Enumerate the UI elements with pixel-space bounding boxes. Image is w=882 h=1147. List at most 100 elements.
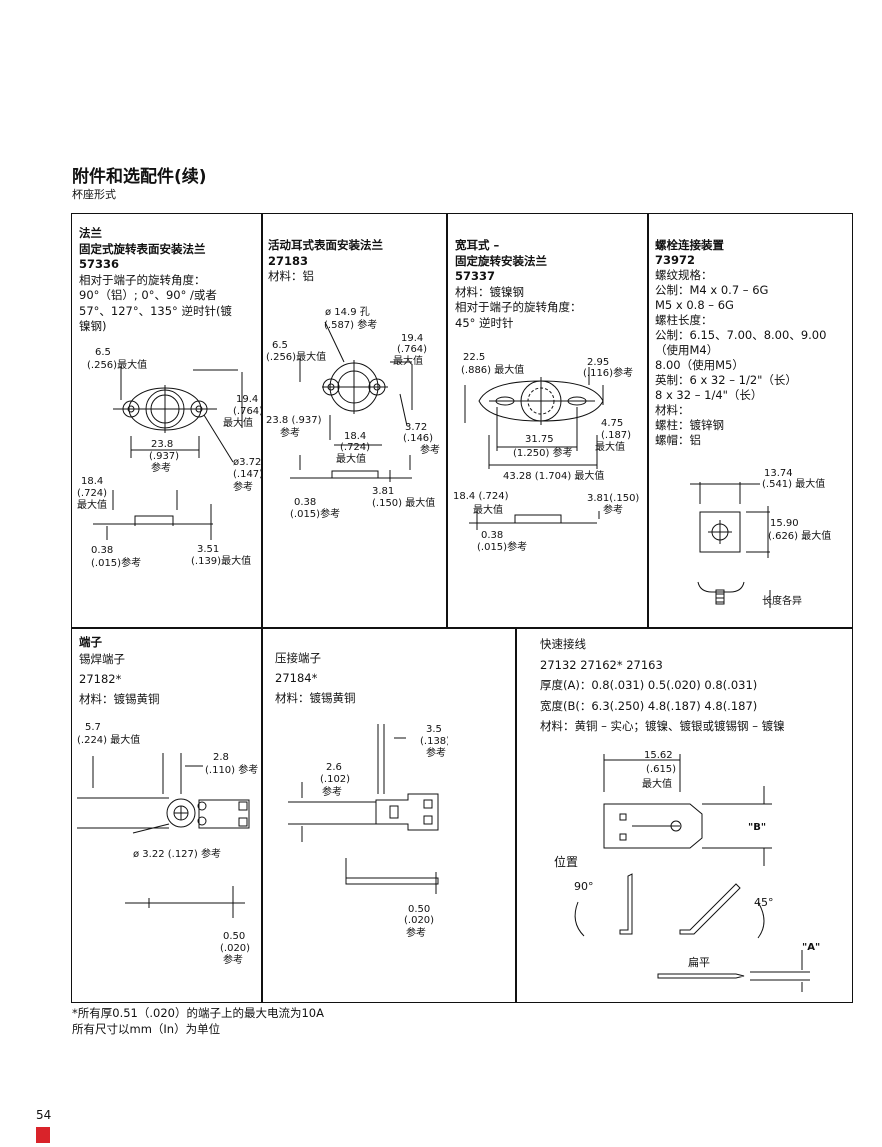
dim-label: (.146) <box>403 433 433 444</box>
cell-heading: 螺栓连接装置 <box>655 238 724 252</box>
product-name: 固定旋转安装法兰 <box>455 253 547 268</box>
spec-line: 8 x 32 – 1/4"（长） <box>655 388 763 402</box>
swivel-flange-cell: 活动耳式表面安装法兰 27183 材料：铝 <box>268 238 446 285</box>
dim-label: 参考 <box>603 503 623 516</box>
dim-label: 参考 <box>426 746 446 759</box>
bolt-connector-drawing: 13.74 (.541) 最大值 15.90 (.626) 最大值 长度各异 <box>690 468 831 608</box>
part-number: 27183 <box>268 253 309 268</box>
page-title: 附件和选配件(续) <box>72 167 207 187</box>
material: 材料：镀锡黄铜 <box>79 692 160 706</box>
dim-label: 0.50 <box>223 931 245 942</box>
dim-label: 3.5 <box>426 724 442 735</box>
dim-label: 6.5 <box>272 340 288 351</box>
dim-label: 3.81 <box>372 486 394 497</box>
dim-label: "A" <box>802 942 820 953</box>
dim-label: 0.38 <box>481 530 503 541</box>
swivel-flange-drawing: ø 14.9 孔 (.587) 参考 6.5 (.256)最大值 19.4 (.… <box>266 306 440 520</box>
dim-label: 23.8 (.937) <box>266 415 322 426</box>
dim-label: (.015)参考 <box>477 540 527 553</box>
dim-label: 5.7 <box>85 722 101 733</box>
flat-label: 扁平 <box>688 956 710 969</box>
material: 材料：黄铜 – 实心；镀镍、镀银或镀锡钢 – 镀镍 <box>540 719 785 733</box>
dim-label: (.020) <box>404 915 434 926</box>
solder-terminal-drawing: 5.7 (.224) 最大值 2.8 (.110) 参考 ø 3.22 (.12… <box>77 722 258 966</box>
dim-label: 最大值 <box>642 777 672 790</box>
thickness-spec: 厚度(A)：0.8(.031) 0.5(.020) 0.8(.031) <box>540 678 758 692</box>
dim-label: 最大值 <box>595 440 625 453</box>
spec-line: 螺帽：铝 <box>655 433 701 447</box>
dim-label: 19.4 <box>236 394 258 405</box>
cell-heading: 法兰 <box>79 226 102 240</box>
spec-line: 镍钢) <box>79 319 107 333</box>
dim-label: (.615) <box>646 764 676 775</box>
dim-label: 18.4 (.724) <box>453 491 509 502</box>
dim-label: (.138) <box>420 736 448 747</box>
dim-label: (.020) <box>220 943 250 954</box>
spec-line: 材料： <box>655 403 690 417</box>
spec-line: （使用M4） <box>655 343 719 357</box>
dim-label: 2.8 <box>213 752 229 763</box>
dim-label: "B" <box>748 822 766 833</box>
dim-label: 最大值 <box>223 416 253 429</box>
quick-connect-drawing: 15.62 (.615) 最大值 "B" 位置 90° 45° "A" 扁平 <box>554 750 820 992</box>
dim-label: (.102) <box>320 774 350 785</box>
dim-label: (1.250) 参考 <box>513 446 573 459</box>
page-subtitle: 杯座形式 <box>72 188 116 201</box>
dim-label: 参考 <box>406 926 426 939</box>
spec-line: 螺纹规格： <box>655 268 713 282</box>
dim-label: 参考 <box>151 461 171 474</box>
spec-line: 螺柱长度： <box>655 313 713 327</box>
spec-line: M5 x 0.8 – 6G <box>655 298 734 312</box>
spec-line: 公制：6.15、7.00、8.00、9.00 <box>655 328 827 342</box>
dim-label: 15.90 <box>770 518 799 529</box>
spec-line: 90°（铝）; 0°、90° /或者 <box>79 288 217 302</box>
dim-label: 23.8 <box>151 439 173 450</box>
dim-label: (.256)最大值 <box>266 350 326 363</box>
angle-label: 90° <box>574 880 594 893</box>
flange-drawing: 6.5 (.256)最大值 19.4 (.764) 最大值 23.8 (.937… <box>77 347 261 569</box>
dim-label: (.764) <box>397 344 427 355</box>
dim-label: (.116)参考 <box>583 366 633 379</box>
quick-connect-cell: 快速接线 27132 27162* 27163 厚度(A)：0.8(.031) … <box>540 634 850 737</box>
product-name: 固定式旋转表面安装法兰 <box>79 241 206 256</box>
material: 材料：镀锡黄铜 <box>275 691 356 705</box>
spec-line: 相对于端子的旋转角度： <box>79 272 206 287</box>
product-name: 宽耳式 – <box>455 238 500 252</box>
dim-label: 最大值 <box>473 503 503 516</box>
dim-label: (.015)参考 <box>290 507 340 520</box>
dim-label: (.764) <box>233 406 261 417</box>
part-number: 27182* <box>79 672 122 686</box>
footnote-units: 所有尺寸以mm（In）为单位 <box>72 1022 221 1036</box>
spec-line: 57°、127°、135° 逆时针(镀 <box>79 303 232 318</box>
dim-label: 18.4 <box>81 476 103 487</box>
dim-label: 0.38 <box>91 545 113 556</box>
dim-label: 31.75 <box>525 434 554 445</box>
dim-label: 参考 <box>233 480 253 493</box>
product-name: 锡焊端子 <box>79 652 125 666</box>
dim-label: 参考 <box>420 443 440 456</box>
dim-label: 3.72 <box>405 422 427 433</box>
dim-label: (.626) 最大值 <box>768 529 831 542</box>
dim-label: 0.50 <box>408 904 430 915</box>
angle-label: 45° <box>754 896 774 909</box>
dim-label: (.150) 最大值 <box>372 496 435 509</box>
dim-label: 参考 <box>280 426 300 439</box>
dim-label: 长度各异 <box>762 594 802 607</box>
spec-line: 8.00（使用M5） <box>655 358 744 372</box>
page-number: 54 <box>36 1108 52 1122</box>
spec-line: 相对于端子的旋转角度： <box>455 300 582 314</box>
bolt-connector-cell: 螺栓连接装置 73972 螺纹规格： 公制：M4 x 0.7 – 6G M5 x… <box>655 238 850 448</box>
flange-cell: 法兰 固定式旋转表面安装法兰 57336 相对于端子的旋转角度： 90°（铝）;… <box>79 226 264 335</box>
dim-label: 0.38 <box>294 497 316 508</box>
spec-line: 公制：M4 x 0.7 – 6G <box>655 283 769 297</box>
spec-line: 英制：6 x 32 – 1/2"（长） <box>655 373 797 387</box>
dim-label: ø3.72 <box>233 457 261 468</box>
spec-line: 螺柱：镀锌钢 <box>655 418 724 432</box>
solder-terminal-cell: 端子 锡焊端子 27182* 材料：镀锡黄铜 <box>79 634 259 708</box>
dim-label: 15.62 <box>644 750 673 761</box>
part-number: 57336 <box>79 257 120 271</box>
divider <box>72 627 852 629</box>
footnote: *所有厚0.51（.020）的端子上的最大电流为10A 所有尺寸以mm（In）为… <box>72 1005 324 1037</box>
dim-label: 22.5 <box>463 352 485 363</box>
dim-label: (.256)最大值 <box>87 358 147 371</box>
